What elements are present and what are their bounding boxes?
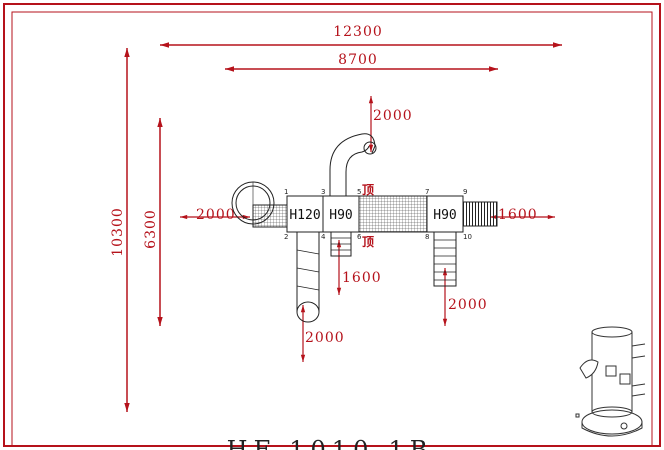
platform-h90-right bbox=[426, 195, 464, 233]
dimension-overall-depth: 10300 bbox=[110, 48, 130, 412]
overall-depth-value: 10300 bbox=[110, 207, 126, 257]
dimension-inner-depth: 6300 bbox=[143, 118, 163, 326]
overall-width-value: 12300 bbox=[333, 24, 383, 40]
post-number: 6 bbox=[357, 233, 362, 241]
bar-panel-right bbox=[462, 201, 498, 227]
post-number: 2 bbox=[284, 233, 288, 241]
dimension-tube-clearance: 2000 bbox=[300, 305, 345, 362]
post-number: 4 bbox=[321, 233, 326, 241]
svg-text:2000: 2000 bbox=[196, 207, 236, 223]
dimension-overall-width: 12300 bbox=[160, 24, 562, 48]
svg-text:2000: 2000 bbox=[373, 108, 413, 124]
platform-h90-right-label: H90 bbox=[433, 208, 456, 223]
tube-slide bbox=[296, 232, 320, 323]
svg-text:2000: 2000 bbox=[448, 297, 488, 313]
post-number: 7 bbox=[425, 188, 429, 196]
bridge-panel bbox=[358, 195, 428, 233]
dimension-right-clearance: 1600 bbox=[490, 207, 555, 223]
climbing-net-left bbox=[252, 204, 288, 228]
platform-h90-mid-label: H90 bbox=[329, 208, 352, 223]
platform-h120-label: H120 bbox=[289, 208, 320, 223]
roof-mark-bottom: 顶 bbox=[362, 235, 374, 249]
model-code: HF-1010-1B bbox=[227, 436, 434, 450]
svg-text:1600: 1600 bbox=[342, 270, 382, 286]
stairs bbox=[433, 231, 457, 287]
post-number: 10 bbox=[463, 233, 472, 241]
inner-frame bbox=[11, 11, 653, 447]
post-number: 9 bbox=[463, 188, 467, 196]
post-number: 8 bbox=[425, 233, 429, 241]
dimension-stair-clearance: 2000 bbox=[442, 268, 488, 326]
svg-text:2000: 2000 bbox=[305, 330, 345, 346]
dimension-slide-clearance: 2000 bbox=[368, 95, 413, 152]
ladder bbox=[330, 231, 352, 257]
dimension-left-clearance: 2000 bbox=[180, 207, 250, 223]
dimension-inner-width: 8700 bbox=[225, 52, 498, 72]
post-number: 1 bbox=[284, 188, 288, 196]
svg-text:1600: 1600 bbox=[498, 207, 538, 223]
inner-depth-value: 6300 bbox=[143, 209, 159, 249]
inner-width-value: 8700 bbox=[338, 52, 378, 68]
platform-h120 bbox=[286, 195, 324, 233]
dimension-ladder-clearance: 1600 bbox=[336, 240, 382, 295]
wave-slide bbox=[329, 133, 377, 196]
post-render bbox=[575, 326, 646, 437]
playground-plan bbox=[231, 133, 498, 323]
post-number: 5 bbox=[357, 188, 361, 196]
post-number: 3 bbox=[321, 188, 325, 196]
roof-mark-top: 顶 bbox=[362, 183, 374, 197]
